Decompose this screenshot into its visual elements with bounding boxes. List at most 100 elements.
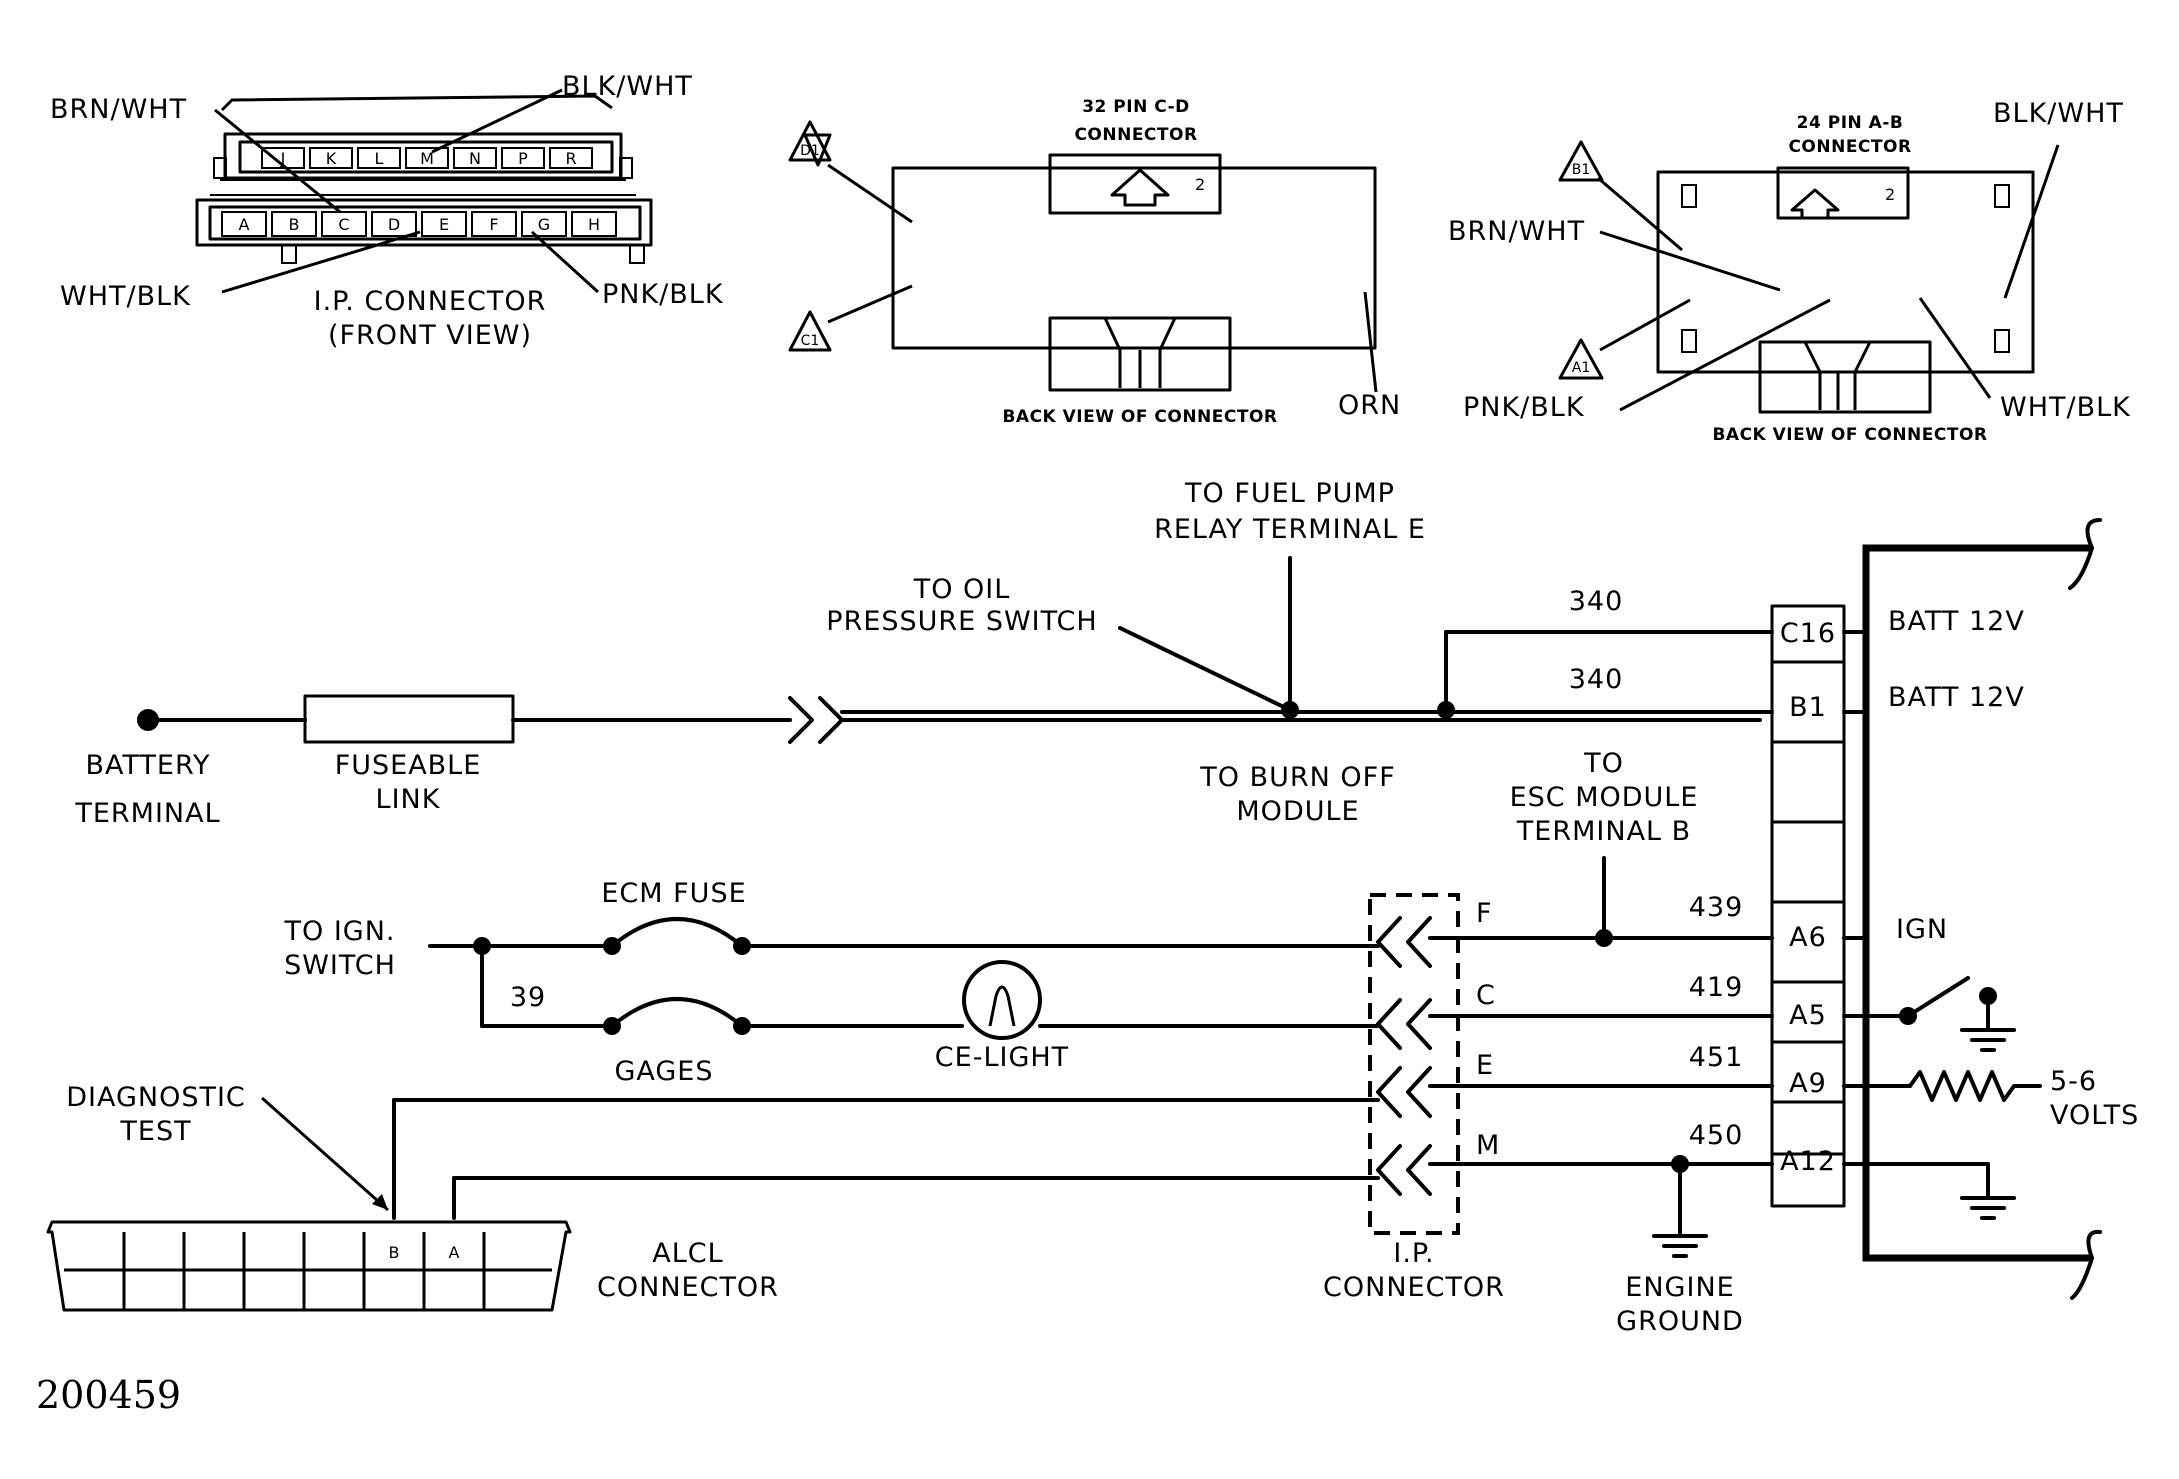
fuseable-link-label-1: FUSEABLE <box>335 750 482 781</box>
volts-label-2: VOLTS <box>2050 1100 2139 1131</box>
ab-wht-blk-label: WHT/BLK <box>2000 392 2131 423</box>
ecm-pin-b1: B1 <box>1789 692 1827 723</box>
ign-label: IGN <box>1896 914 1948 945</box>
batt-12v-1: BATT 12V <box>1888 606 2025 637</box>
cd-connector: 32 PIN C-D CONNECTOR 2 BACK VIEW OF CONN… <box>788 97 1401 427</box>
ip-letter-c: C <box>1476 980 1496 1011</box>
ab-back-view: BACK VIEW OF CONNECTOR <box>1712 425 1987 445</box>
ab-title-2: CONNECTOR <box>1788 137 1911 157</box>
ecm-fuse-symbol <box>610 917 744 948</box>
engine-ground-label-1: ENGINE <box>1625 1272 1734 1303</box>
esc-label-2: ESC MODULE <box>1510 782 1699 813</box>
wire-439: 439 <box>1689 892 1744 923</box>
ip-pin-m: M <box>420 149 434 168</box>
ab-pnk-blk-label: PNK/BLK <box>1463 392 1585 423</box>
cd-title-2: CONNECTOR <box>1074 125 1197 145</box>
ecm-bracket <box>1862 544 2092 1262</box>
cd-back-view: BACK VIEW OF CONNECTOR <box>1002 407 1277 427</box>
ecm-pin-block <box>1770 604 1846 1208</box>
ab-title-1: 24 PIN A-B <box>1797 113 1904 133</box>
ab-brn-wht-label: BRN/WHT <box>1448 216 1585 247</box>
ign-switch-contact <box>1906 976 1970 1018</box>
ip-pin-r: R <box>565 149 576 168</box>
diagnostic-label-1: DIAGNOSTIC <box>66 1082 246 1113</box>
ip-pin-j: J <box>280 149 286 168</box>
volts-label-1: 5-6 <box>2050 1066 2097 1097</box>
ip-connector-label-1: I.P. <box>1393 1238 1434 1269</box>
ip-blk-wht-label: BLK/WHT <box>562 71 693 102</box>
ip-pin-l: L <box>375 149 384 168</box>
alcl-pin-a: A <box>449 1243 460 1262</box>
alcl-label-2: CONNECTOR <box>597 1272 779 1303</box>
ab-blk-wht-label: BLK/WHT <box>1993 98 2124 129</box>
ab-b1: B1 <box>1572 162 1591 178</box>
ecm-pin-a6: A6 <box>1789 922 1827 953</box>
esc-label-1: TO <box>1583 748 1624 779</box>
battery-label-2: TERMINAL <box>74 798 220 829</box>
ecm-pin-c16: C16 <box>1780 618 1836 649</box>
ip-pin-h: H <box>588 215 600 234</box>
cd-tab-number: 2 <box>1195 175 1205 194</box>
cd-orn-label: ORN <box>1338 390 1401 421</box>
ip-letter-e: E <box>1476 1050 1494 1081</box>
cd-c1: C1 <box>801 333 820 349</box>
ip-letter-f: F <box>1476 898 1493 929</box>
ab-connector: 24 PIN A-B CONNECTOR 2 BACK VIEW OF CONN… <box>1448 98 2131 445</box>
ip-top-pins: J K L M N P R <box>261 147 593 169</box>
ab-tab-number: 2 <box>1885 185 1895 204</box>
diagnostic-label-2: TEST <box>119 1116 191 1147</box>
ip-pin-n: N <box>469 149 481 168</box>
fuseable-link <box>303 694 515 744</box>
gages-fuse-symbol <box>610 997 744 1028</box>
batt-12v-2: BATT 12V <box>1888 682 2025 713</box>
ce-light-label: CE-LIGHT <box>935 1042 1069 1073</box>
inline-connector-chevrons <box>788 696 844 744</box>
ip-connector-front-view: J K L M N P R A B C D E F G H BRN/WHT BL… <box>50 71 724 351</box>
ip-wht-blk-label: WHT/BLK <box>60 281 191 312</box>
alcl-label-1: ALCL <box>652 1238 723 1269</box>
ip-pin-f: F <box>489 215 498 234</box>
wire-340-top: 340 <box>1569 586 1624 617</box>
fuel-pump-label-2: RELAY TERMINAL E <box>1154 514 1426 545</box>
ip-connector-title-2: (FRONT VIEW) <box>328 320 532 351</box>
ecm-pin-a5: A5 <box>1789 1000 1827 1031</box>
ip-pnk-blk-label: PNK/BLK <box>602 279 724 310</box>
burn-off-label-2: MODULE <box>1236 796 1359 827</box>
wire-419: 419 <box>1689 972 1744 1003</box>
ecm-pin-a9: A9 <box>1789 1068 1827 1099</box>
ip-pin-k: K <box>326 149 337 168</box>
ip-connector-title-1: I.P. CONNECTOR <box>314 286 547 317</box>
gages-label: GAGES <box>614 1056 713 1087</box>
ab-a1: A1 <box>1572 360 1590 376</box>
alcl-connector <box>46 1220 572 1312</box>
ip-connector-label-2: CONNECTOR <box>1323 1272 1505 1303</box>
ip-pin-b: B <box>289 215 300 234</box>
cd-title-1: 32 PIN C-D <box>1082 97 1190 117</box>
ip-letter-m: M <box>1476 1130 1500 1161</box>
wire-340-bottom: 340 <box>1569 664 1624 695</box>
ip-pin-g: G <box>538 215 550 234</box>
battery-label-1: BATTERY <box>86 750 211 781</box>
esc-label-3: TERMINAL B <box>1516 816 1691 847</box>
burn-off-label-1: TO BURN OFF <box>1199 762 1395 793</box>
ign-switch-label-1: TO IGN. <box>284 916 396 947</box>
wire-451: 451 <box>1689 1042 1744 1073</box>
ip-bottom-pins: A B C D E F G H <box>221 211 617 237</box>
main-circuit: TO OIL PRESSURE SWITCH TO FUEL PUMP RELA… <box>46 478 2139 1337</box>
ip-connector-dashed-box <box>1368 893 1460 1235</box>
wire-39-label: 39 <box>510 982 546 1013</box>
wire-450: 450 <box>1689 1120 1744 1151</box>
alcl-pin-b: B <box>389 1243 400 1262</box>
oil-pressure-label-2: PRESSURE SWITCH <box>826 606 1097 637</box>
ip-brn-wht-label: BRN/WHT <box>50 94 187 125</box>
ecm-fuse-label: ECM FUSE <box>601 878 746 909</box>
fuseable-link-label-2: LINK <box>376 784 441 815</box>
ce-light-bulb <box>962 960 1042 1040</box>
ip-pin-e: E <box>439 215 449 234</box>
ip-pin-a: A <box>239 215 250 234</box>
figure-number: 200459 <box>36 1373 181 1417</box>
ip-pin-p: P <box>518 149 528 168</box>
fuel-pump-label-1: TO FUEL PUMP <box>1184 478 1395 509</box>
resistor-symbol <box>1908 1070 2042 1102</box>
